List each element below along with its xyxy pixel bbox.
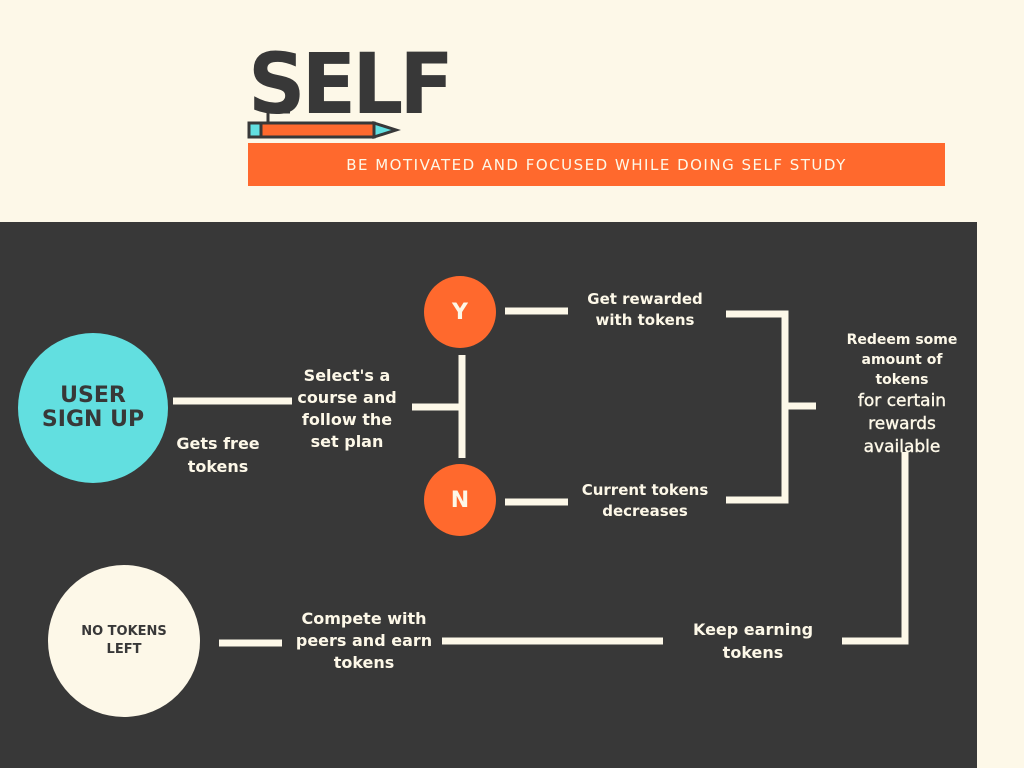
select-course-label: Select's a course and follow the set pla… [297,366,397,451]
no-tokens-left-node: NO TOKENS LEFT [48,565,200,717]
gets-free-tokens-label: Gets free tokens [176,434,260,476]
current-tokens-label: Current tokens decreases [581,481,709,520]
redeem-label: Redeem some amount of tokens [846,332,958,388]
yes-node: Y [424,276,496,348]
no-node: N [424,464,496,536]
get-rewarded-label: Get rewarded with tokens [587,290,703,329]
user-sign-up-node: USER SIGN UP [18,333,168,483]
rewards-available-label: for certain rewards available [857,391,947,457]
tagline-banner: BE MOTIVATED AND FOCUSED WHILE DOING SEL… [248,143,945,186]
keep-earning-label: Keep earning tokens [692,620,814,662]
compete-label: Compete with peers and earn tokens [295,609,433,672]
